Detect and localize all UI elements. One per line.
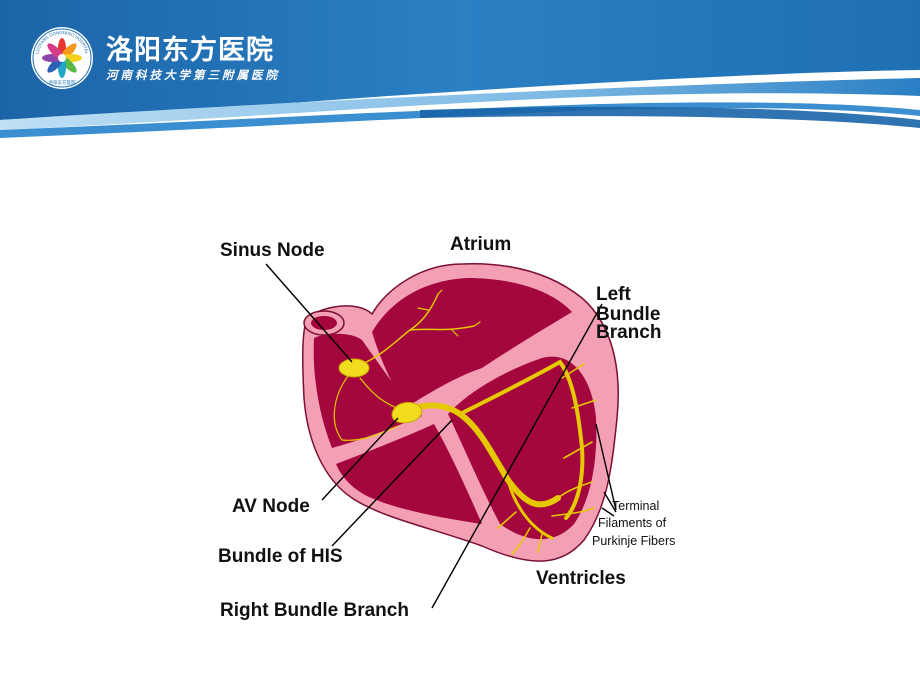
label-terminal-line1: Terminal xyxy=(612,499,660,513)
left-atrium xyxy=(372,278,572,406)
label-terminal-line3: Purkinje Fibers xyxy=(592,534,676,548)
logo-caption: 洛阳东方医院 xyxy=(49,79,76,86)
leader-lines xyxy=(265,263,617,609)
label-right-bundle-branch: Right Bundle Branch xyxy=(220,600,409,621)
label-ventricles: Ventricles xyxy=(536,568,626,589)
hospital-subtitle: 河南科技大学第三附属医院 xyxy=(106,68,280,82)
label-atrium: Atrium xyxy=(450,234,512,255)
conduction-system xyxy=(333,289,597,555)
label-terminal-line2: Filaments of xyxy=(598,516,667,530)
heart-illustration xyxy=(265,263,619,609)
av-node-shape xyxy=(391,401,423,424)
hospital-logo: LUOYANG DONGFANG HOSPITAL 洛阳东方医院 xyxy=(30,26,94,90)
hospital-name: 洛阳东方医院 xyxy=(106,35,274,66)
sinus-node-shape xyxy=(338,358,370,378)
right-ventricle xyxy=(336,424,482,524)
banner-graphic xyxy=(0,0,920,160)
label-left-bundle-line3: Branch xyxy=(596,322,662,343)
label-sinus-node: Sinus Node xyxy=(220,240,325,261)
header-banner: LUOYANG DONGFANG HOSPITAL 洛阳东方医院 洛阳东方医院 … xyxy=(0,0,920,160)
vessel-lumen xyxy=(311,316,337,330)
label-left-bundle-line1: Left xyxy=(596,284,631,305)
label-left-bundle-line2: Bundle xyxy=(596,304,661,325)
label-bundle-of-his: Bundle of HIS xyxy=(218,546,343,567)
label-av-node: AV Node xyxy=(232,496,310,517)
heart-conduction-diagram: Sinus Node Atrium Left Bundle Branch AV … xyxy=(212,228,686,636)
